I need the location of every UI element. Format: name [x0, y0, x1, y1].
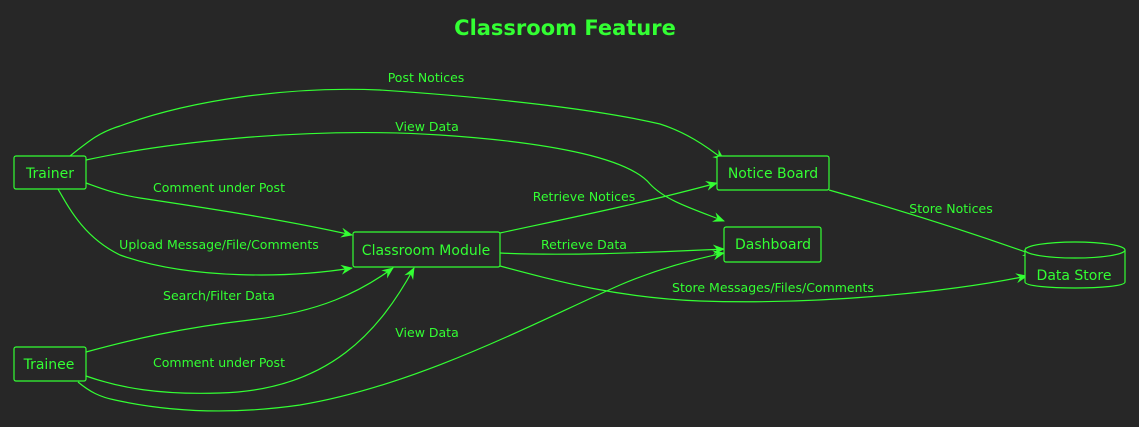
- node-trainee-box: [13, 346, 87, 382]
- label-view-data-trainer: View Data: [395, 119, 458, 134]
- edge-post-notices: [69, 88, 725, 161]
- label-comment-trainer: Comment under Post: [153, 180, 285, 195]
- label-upload: Upload Message/File/Comments: [119, 237, 319, 252]
- node-trainee-label: Trainee: [23, 357, 75, 373]
- edge-labels: Post Notices View Data Comment under Pos…: [119, 70, 993, 370]
- edge-upload: [57, 188, 353, 276]
- edge-store-notices: [828, 189, 1035, 256]
- label-retrieve-data: Retrieve Data: [541, 237, 627, 252]
- node-data-store-top: [1024, 241, 1126, 259]
- node-trainer-label: Trainer: [25, 166, 74, 182]
- edge-comment-trainer: [85, 182, 353, 238]
- node-classroom-module-label: Classroom Module: [362, 243, 490, 259]
- label-store-messages: Store Messages/Files/Comments: [672, 280, 874, 295]
- node-labels: Trainer Trainee Classroom Module Notice …: [23, 166, 1112, 373]
- node-data-store-cylinder: [1024, 250, 1126, 289]
- label-search-filter: Search/Filter Data: [163, 288, 275, 303]
- edge-comment-trainee: [85, 267, 415, 394]
- label-retrieve-notices: Retrieve Notices: [533, 189, 636, 204]
- edge-search-filter: [85, 267, 394, 353]
- edge-view-data-trainer: [85, 132, 725, 222]
- edges: [57, 88, 1035, 412]
- node-dashboard-box: [723, 226, 822, 263]
- edge-view-data-trainee: [77, 250, 725, 412]
- node-dashboard-label: Dashboard: [735, 237, 811, 253]
- node-classroom-module-box: [352, 231, 501, 268]
- label-post-notices: Post Notices: [388, 70, 465, 85]
- node-notice-board-label: Notice Board: [728, 166, 818, 182]
- node-notice-board-box: [716, 155, 830, 191]
- label-store-notices: Store Notices: [909, 201, 992, 216]
- label-comment-trainee: Comment under Post: [153, 355, 285, 370]
- nodes: [13, 155, 1126, 382]
- edge-retrieve-data: [499, 244, 725, 255]
- node-data-store-label: Data Store: [1037, 268, 1112, 284]
- node-trainer-box: [13, 155, 87, 190]
- edge-retrieve-notices: [499, 181, 718, 234]
- label-view-data-trainee: View Data: [395, 325, 458, 340]
- diagram-title: Classroom Feature: [454, 16, 676, 40]
- edge-store-messages: [499, 265, 1028, 303]
